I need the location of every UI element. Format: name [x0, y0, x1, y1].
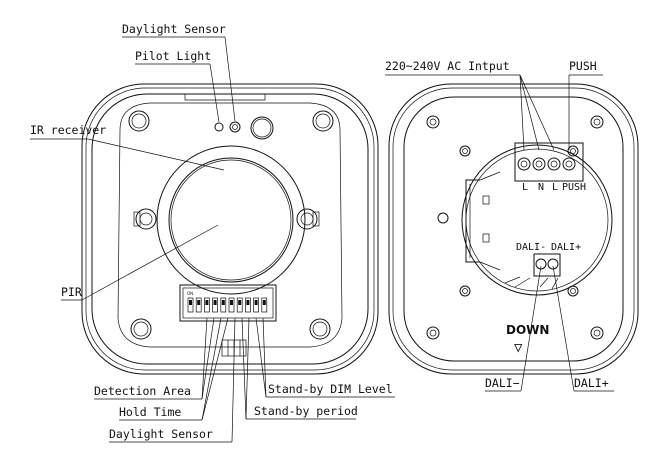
label-standby-period: Stand-by period: [254, 404, 358, 418]
dip-switch-knob-10: [262, 300, 266, 305]
label-push: PUSH: [569, 59, 597, 73]
down-arrow-icon: ▽: [514, 340, 523, 356]
label-ir-receiver: IR receiver: [30, 123, 106, 137]
back-screw-c: [459, 285, 471, 297]
dip-switch-knob-8: [246, 300, 250, 305]
daylight-sensor-window: [229, 121, 241, 133]
ac-terminal-screw-1: [517, 157, 531, 171]
pir-ring: [156, 145, 306, 295]
driver-body-inner: [465, 148, 609, 292]
dali-terminal-screw-1: [535, 258, 547, 270]
driver-body: [461, 144, 613, 296]
dip-switch-knob-4: [213, 300, 217, 305]
terminal-label-dali-plus: DALI+: [551, 242, 581, 253]
ac-terminal-screw-3: [547, 157, 561, 171]
back-screw-top-left: [426, 115, 440, 129]
dip-switch-9: [253, 297, 259, 313]
front-side-clip-right: [296, 208, 320, 230]
down-marking: DOWN: [506, 323, 549, 337]
back-housing-outer: [388, 83, 639, 375]
dip-switch-4: [212, 297, 218, 313]
dip-switch-on-text: ON: [187, 291, 193, 296]
dip-switch-levers: [187, 297, 268, 313]
label-standby-dim-level: Stand-by DIM Level: [268, 382, 393, 396]
back-view: L N L PUSH DALI- DALI+ DOWN ▽ 220~240V A…: [385, 59, 639, 392]
dip-switch-1: [187, 297, 194, 313]
ir-lens-small-inner: [252, 118, 272, 138]
label-pilot-light: Pilot Light: [135, 49, 211, 63]
label-pir: PIR: [61, 285, 82, 299]
ac-terminal-screw-core-2: [535, 160, 543, 168]
label-daylight-sensor-top: Daylight Sensor: [122, 22, 226, 36]
label-detection-area: Detection Area: [94, 384, 191, 398]
dip-switch-5: [220, 297, 227, 313]
front-side-clip-left: [133, 208, 157, 230]
front-top-notch: [184, 94, 266, 101]
terminal-label-push: PUSH: [562, 182, 586, 193]
front-housing-outer-2: [85, 87, 375, 371]
dip-switch-6: [228, 297, 235, 313]
dali-terminal-block: [504, 253, 561, 290]
front-screw-bottom-right: [309, 318, 331, 340]
back-screw-b: [567, 145, 579, 157]
back-screw-a: [459, 145, 471, 157]
dip-switch-10: [261, 297, 268, 313]
dip-switch-7: [236, 297, 243, 313]
dip-switch-knob-6: [230, 300, 233, 305]
terminal-label-l1: L: [522, 182, 528, 193]
back-screw-mid-left: [437, 212, 449, 224]
dip-switch-block: ON: [179, 284, 277, 322]
dip-switch-2: [195, 297, 202, 313]
front-screw-top-right: [312, 110, 334, 132]
pilot-light-led: [214, 122, 224, 132]
back-screw-bottom-right: [590, 326, 604, 340]
label-dali-plus: DALI+: [574, 376, 609, 390]
dip-switch-knob-2: [197, 300, 201, 305]
label-daylight-sensor-bottom: Daylight Sensor: [109, 427, 213, 441]
dip-switch-knob-1: [189, 300, 192, 305]
terminal-label-dali-minus: DALI-: [516, 242, 546, 253]
ir-lens-small: [250, 116, 274, 140]
back-housing-inner: [403, 96, 624, 362]
dip-switch-knob-3: [205, 300, 209, 305]
ac-terminal-screw-core-1: [520, 160, 528, 168]
label-hold-time: Hold Time: [119, 405, 181, 419]
front-view: ON Daylight Sensor Pilot Light IR receiv…: [30, 22, 395, 443]
front-screw-bottom-left: [130, 318, 152, 340]
ac-terminal-screw-2: [532, 157, 546, 171]
front-screw-top-left: [128, 110, 150, 132]
front-inner-rim: [117, 102, 343, 348]
dip-switch-8: [245, 297, 251, 313]
back-screw-top-right: [590, 115, 604, 129]
dip-switch-knob-9: [254, 300, 258, 305]
front-housing-outer: [81, 83, 379, 375]
back-housing-outer-2: [392, 87, 635, 371]
driver-side-box: [465, 171, 501, 271]
dip-switch-3: [204, 297, 210, 313]
daylight-sensor-window-inner: [232, 124, 238, 130]
dip-switch-knob-7: [238, 300, 242, 305]
dip-switch-knob-5: [221, 300, 225, 305]
back-screw-bottom-left: [426, 326, 440, 340]
ac-terminal-screw-core-3: [550, 160, 558, 168]
ac-terminal-screw-4: [562, 157, 576, 171]
pir-lens-inner: [170, 159, 292, 281]
ac-terminal-screw-core-4: [565, 160, 573, 168]
terminal-label-l2: L: [552, 182, 558, 193]
dali-terminal-screw-2: [547, 258, 559, 270]
label-ac-input: 220~240V AC Intput: [385, 59, 510, 73]
label-dali-minus: DALI−: [485, 376, 520, 390]
front-housing-inner: [91, 93, 369, 365]
terminal-label-n: N: [538, 182, 544, 193]
ac-terminal-block: [514, 142, 584, 182]
pir-lens: [168, 157, 294, 283]
